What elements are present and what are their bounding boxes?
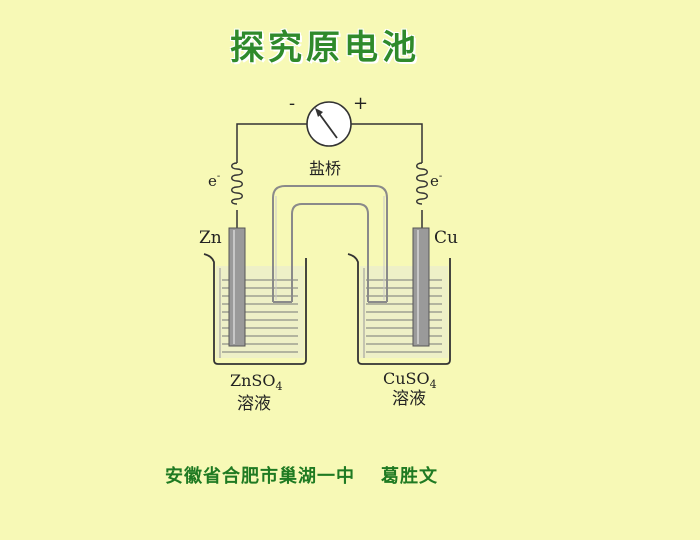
slide-title: 探究原电池 [230, 28, 420, 68]
zn-electrode [228, 227, 246, 347]
electron-left-label: e- [208, 171, 220, 190]
electron-right-label: e- [430, 171, 442, 190]
salt-bridge [272, 185, 388, 303]
meter-minus-label: - [289, 93, 295, 114]
salt-bridge-label: 盐桥 [309, 159, 341, 178]
footer: 安徽省合肥市巢湖一中 葛胜文 [165, 462, 585, 488]
right-solution-formula: CuSO4 [383, 369, 437, 391]
right-wire [351, 123, 423, 163]
right-coil [416, 162, 428, 205]
author-name: 葛胜文 [381, 466, 438, 487]
zn-label: Zn [199, 228, 222, 248]
left-coil [231, 162, 243, 205]
wire-circuit [236, 123, 423, 228]
school-name: 安徽省合肥市巢湖一中 [165, 466, 355, 487]
needle-arrow-icon [315, 108, 323, 117]
left-solution-formula: ZnSO4 [230, 371, 283, 393]
meter-plus-label: + [353, 93, 368, 114]
left-beaker [203, 253, 307, 365]
galvanometer [306, 101, 352, 147]
left-solution-word: 溶液 [237, 394, 271, 414]
right-beaker [347, 253, 451, 365]
right-solution-word: 溶液 [392, 389, 426, 409]
left-wire [236, 123, 307, 163]
cu-electrode [412, 227, 430, 347]
cu-label: Cu [434, 228, 458, 248]
